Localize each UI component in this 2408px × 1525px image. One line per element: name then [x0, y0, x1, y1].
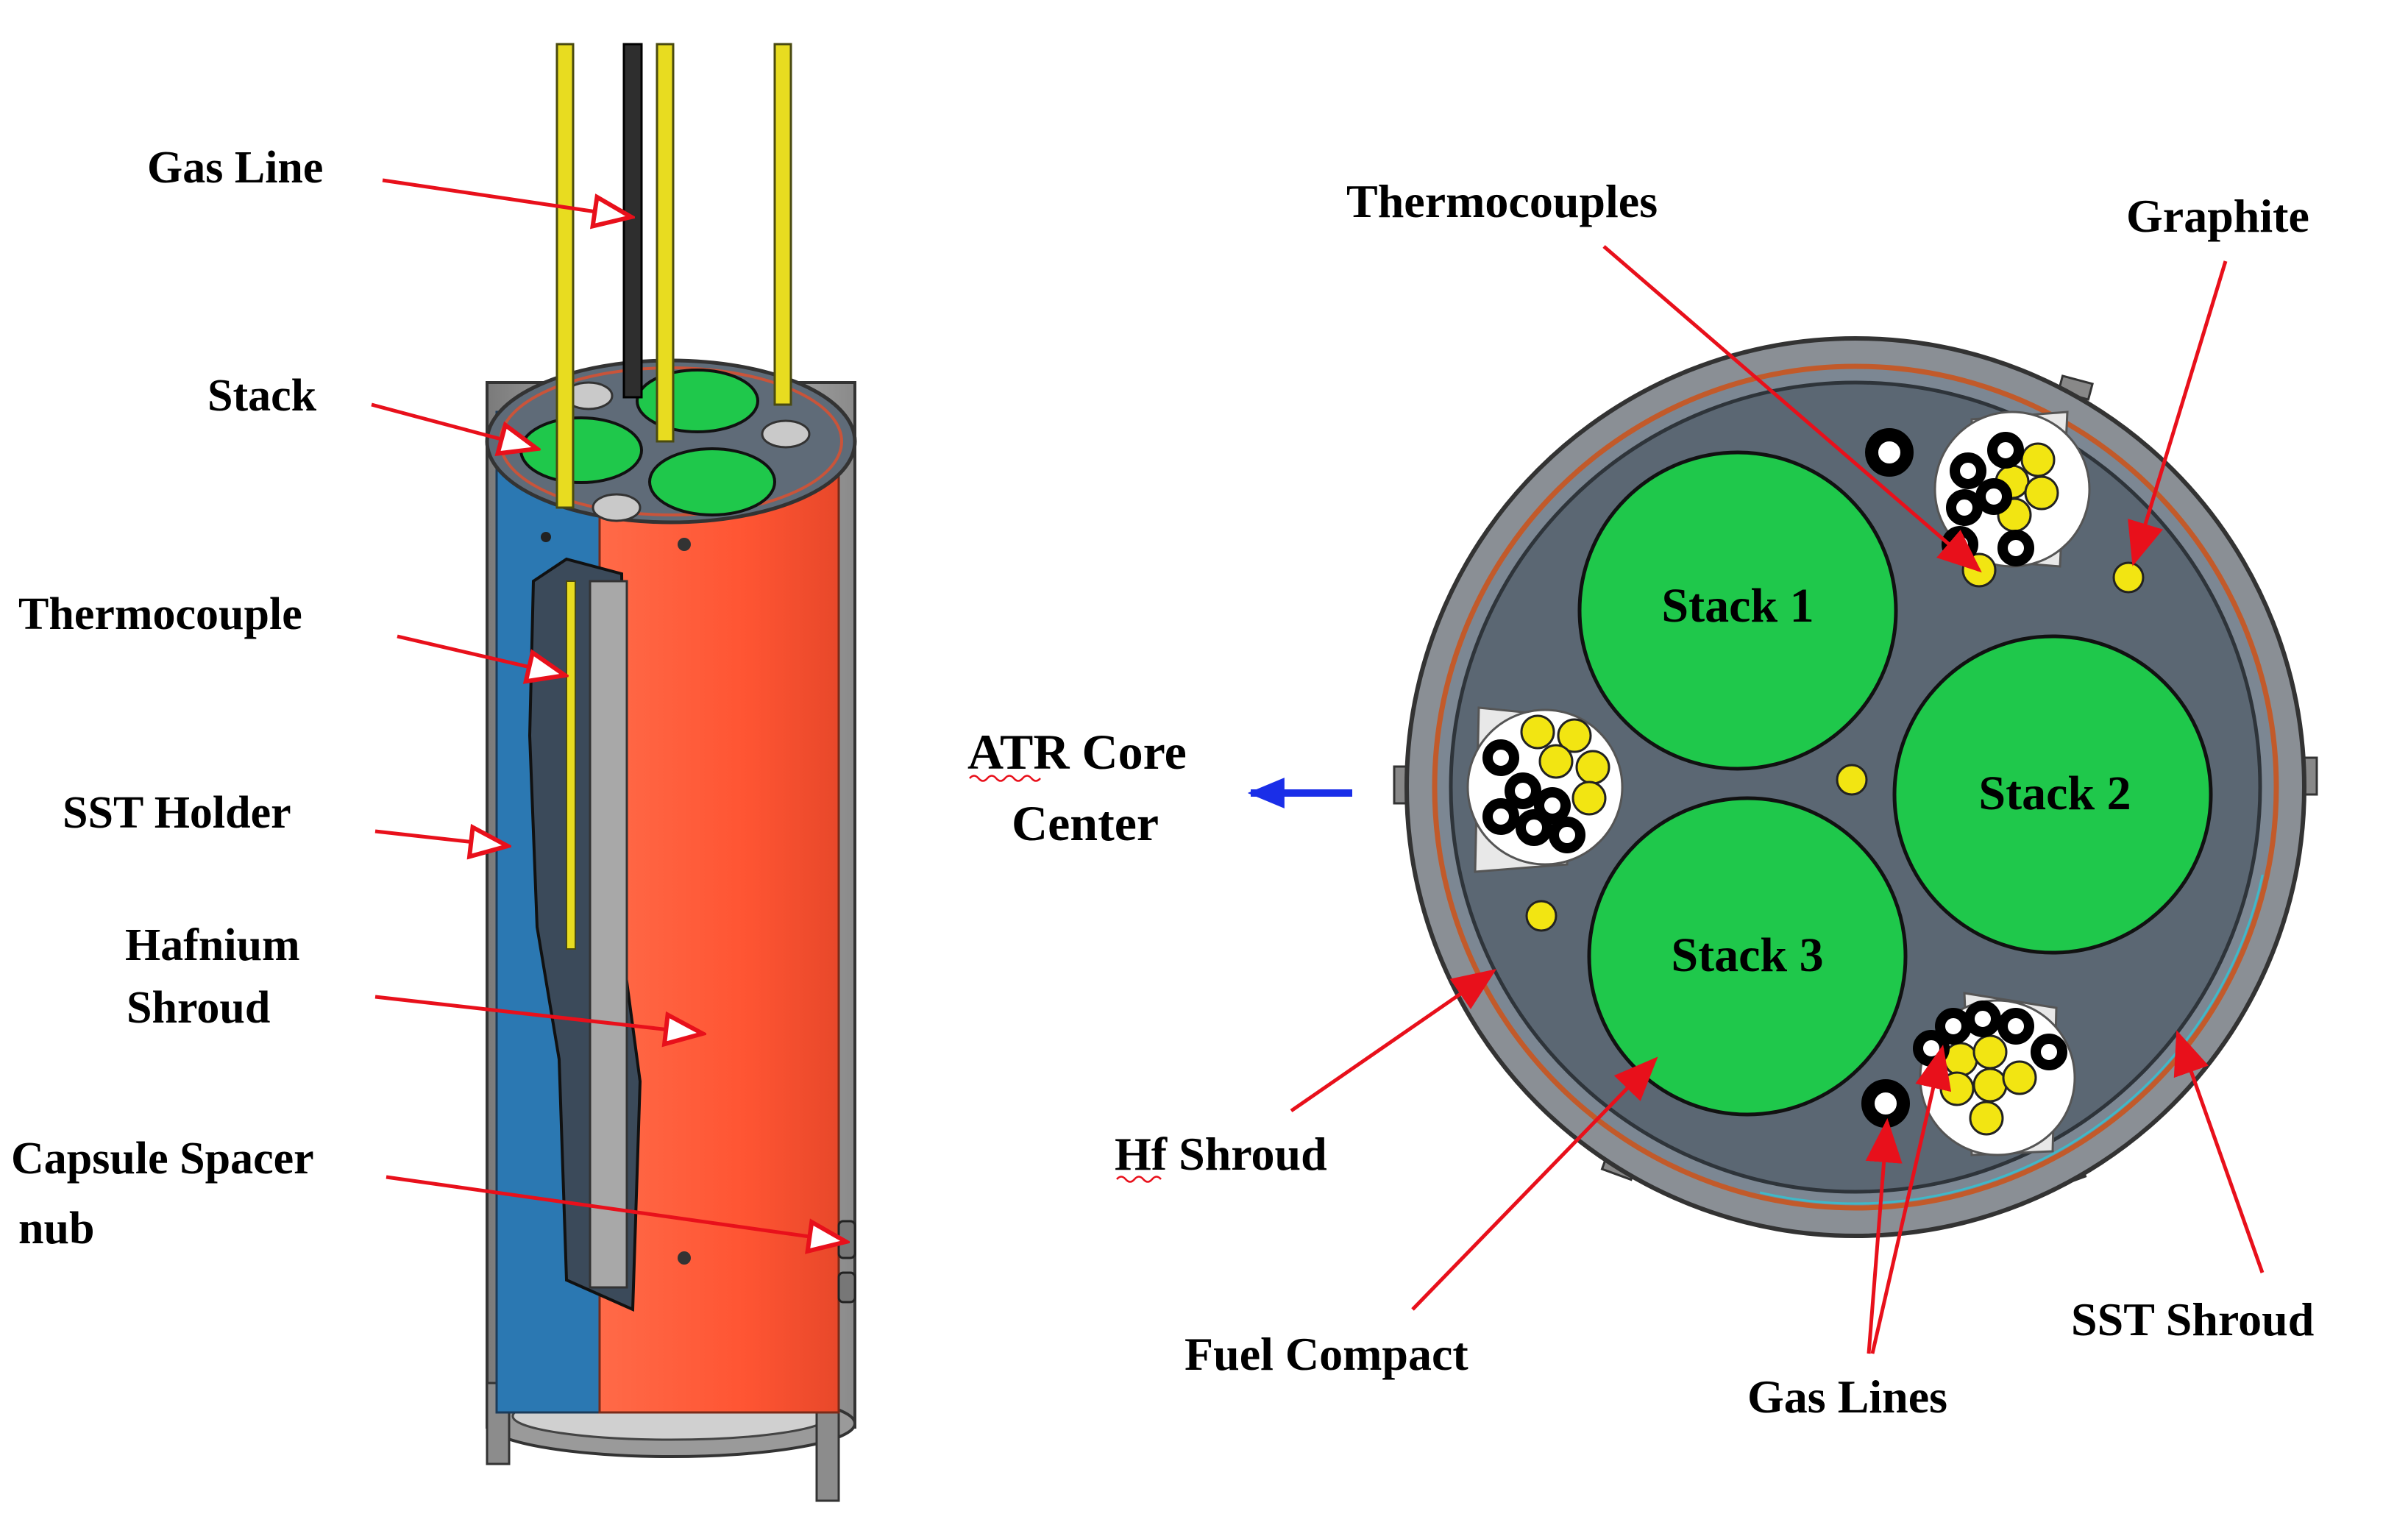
gas-line-wire	[622, 43, 643, 399]
arrow-stack	[371, 402, 537, 449]
stack-2-label: Stack 2	[1978, 767, 2131, 820]
arrow-fuel-compact	[1411, 1056, 1658, 1311]
gas-line-ring	[1549, 817, 1585, 853]
label-atr-line2: Center	[1012, 795, 1159, 851]
thermocouple-dot	[2020, 442, 2056, 477]
shroud-hole	[678, 538, 691, 551]
gas-line-ring	[1950, 452, 1986, 489]
arrow-gas-lines-1	[1865, 1118, 1903, 1354]
cyan-liner-ring	[1438, 369, 2273, 1205]
top-gas-hole	[761, 419, 811, 449]
thermocouple-dot	[1972, 1067, 2008, 1103]
graphite-thermocouple	[1836, 764, 1868, 796]
thermocouple-dot	[1969, 1101, 2004, 1136]
arrow-capsule-nub	[386, 1175, 846, 1242]
atr-squiggle	[969, 775, 1041, 782]
pocket-left-wires	[1520, 714, 1610, 816]
arrow-gas-lines-2	[1870, 1045, 1952, 1354]
label-graphite: Graphite	[2126, 190, 2309, 242]
left-arrows	[371, 178, 846, 1242]
thermocouple-dot	[1538, 744, 1574, 779]
label-stack: Stack	[207, 371, 317, 421]
label-gas-line: Gas Line	[147, 143, 323, 193]
label-thermocouple: Thermocouple	[18, 589, 302, 639]
capsule-3d-view	[485, 43, 857, 1502]
gas-line-ring	[1505, 772, 1541, 809]
top-gas-hole	[592, 493, 642, 522]
graphite-thermocouple	[2112, 561, 2145, 594]
arrow-hafnium	[374, 995, 703, 1034]
label-fuel-compact: Fuel Compact	[1185, 1328, 1468, 1380]
cross-section-view: Stack 1 Stack 2 Stack 3	[1393, 336, 2318, 1238]
right-arrows	[1290, 245, 2265, 1354]
arrow-graphite	[2128, 260, 2228, 566]
holder-hole	[541, 532, 551, 542]
thermocouple-dot	[1571, 781, 1607, 816]
shroud-hole	[678, 1251, 691, 1265]
arrow-sst-holder	[374, 831, 508, 846]
gas-line-ring	[1997, 530, 2034, 566]
graphite-thermocouple	[1525, 900, 1558, 932]
left-labels: Gas Line Stack Thermocouple SST Holder H…	[11, 143, 323, 1254]
right-labels: Thermocouples Graphite ATR Core Center H…	[967, 175, 2314, 1423]
thermocouple-dot	[1557, 718, 1592, 753]
gas-line-ring	[2031, 1034, 2067, 1070]
thermocouple-dot	[1939, 1071, 1975, 1106]
arrow-gas-line	[382, 178, 631, 217]
arrow-hf-shroud	[1290, 969, 1497, 1113]
thermocouple-dot	[2024, 475, 2059, 511]
arrow-thermocouples	[1602, 245, 1982, 573]
hafnium-shroud-body	[598, 410, 840, 1414]
label-thermocouples: Thermocouples	[1346, 175, 1658, 227]
gas-line-ring	[1997, 1008, 2034, 1045]
stack-top-1	[636, 369, 759, 433]
thermocouple-wire-3	[773, 43, 792, 406]
thermocouple-dot	[2002, 1060, 2037, 1095]
gas-line-ring	[1482, 739, 1519, 776]
gas-line-black-bottom	[1861, 1079, 1910, 1128]
label-atr-line1: ATR Core	[967, 724, 1187, 780]
gas-line-black-top	[1865, 428, 1914, 477]
arrow-thermocouple	[397, 634, 565, 675]
label-hafnium-line1: Hafnium	[125, 920, 300, 970]
thermocouple-dot	[1575, 750, 1610, 785]
label-capsule-line2: nub	[18, 1204, 94, 1254]
stack-3-circle	[1587, 796, 1908, 1117]
holder-slot-rail	[589, 580, 628, 1289]
label-hf-shroud: Hf Shroud	[1115, 1128, 1327, 1180]
gas-line-ring	[1987, 432, 2024, 469]
thermocouple-wire-1	[555, 43, 575, 509]
gas-line-ring	[1534, 787, 1571, 824]
label-sst-holder: SST Holder	[63, 788, 291, 838]
thermocouple-dot	[1972, 1034, 2008, 1070]
label-gas-lines: Gas Lines	[1747, 1371, 1947, 1423]
slot-thermocouple-wire	[566, 580, 576, 950]
stack-1-circle	[1577, 450, 1898, 771]
gas-line-ring	[1964, 1000, 2001, 1037]
gas-line-ring	[1516, 809, 1552, 846]
gas-line-ring	[1482, 798, 1519, 835]
gas-line-ring	[1946, 489, 1983, 526]
thermocouple-wire-2	[656, 43, 675, 443]
stack-top-3	[648, 447, 776, 516]
stack-1-label: Stack 1	[1661, 579, 1814, 633]
label-hafnium-line2: Shroud	[127, 983, 270, 1033]
label-sst-shroud: SST Shroud	[2071, 1293, 2314, 1346]
hf-squiggle	[1116, 1176, 1162, 1183]
stack-3-label: Stack 3	[1671, 928, 1823, 982]
label-capsule-line1: Capsule Spacer	[11, 1134, 314, 1184]
gas-line-ring	[1975, 478, 2012, 515]
arrow-sst-shroud	[2173, 1030, 2265, 1273]
capsule-spacer-nub	[837, 1271, 856, 1304]
pocket-left-gas	[1482, 739, 1585, 853]
thermocouple-dot	[1520, 714, 1555, 750]
stack-2-circle	[1892, 634, 2213, 955]
stack-top-2	[519, 416, 643, 484]
